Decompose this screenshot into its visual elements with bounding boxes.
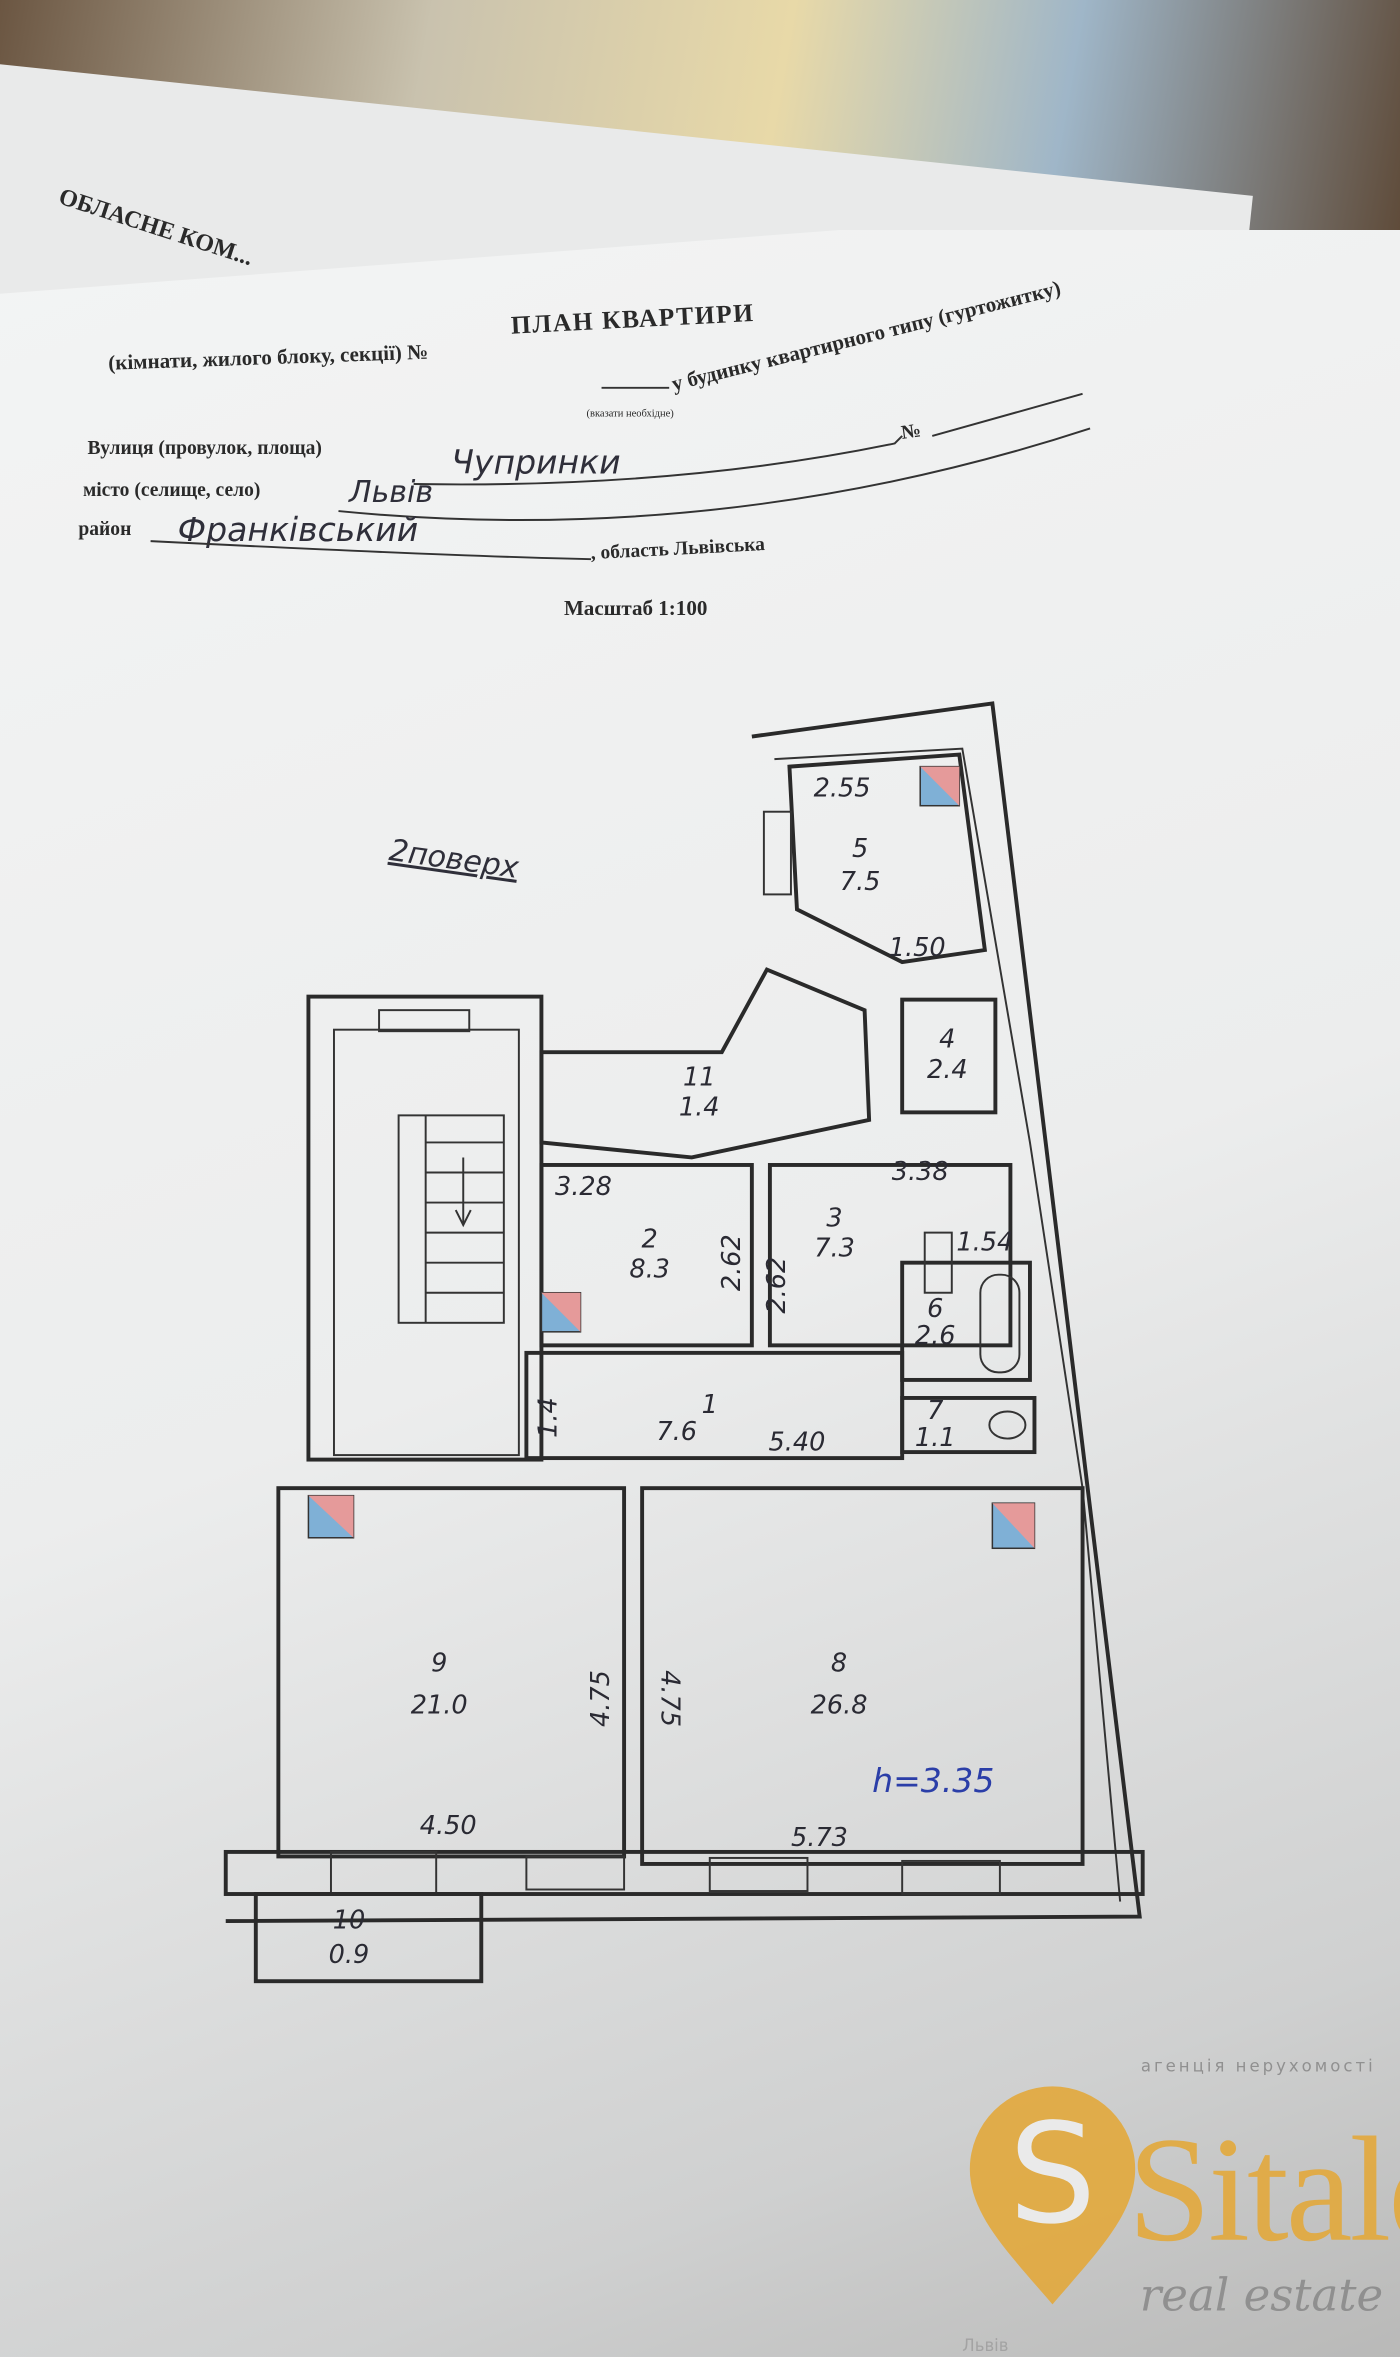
room-2-area: 8.3: [629, 1255, 670, 1285]
room-3-num: 3: [826, 1204, 842, 1234]
stairwell-inner: [332, 1028, 520, 1457]
city-line: [338, 427, 1091, 521]
dimension: 5.73: [791, 1823, 848, 1853]
street-value: Чупринки: [451, 443, 620, 482]
logo-name: Sitalo: [1128, 2106, 1400, 2273]
dimension: 1.50: [889, 933, 946, 963]
dimension: 2.55: [814, 774, 871, 804]
window: [525, 1855, 626, 1891]
logo-s: S: [1009, 2094, 1097, 2255]
room-2: [539, 1163, 754, 1348]
street-line: [413, 435, 903, 486]
room-6-area: 2.6: [915, 1321, 956, 1351]
floor-plan: 2поверх: [223, 701, 1145, 1984]
district-label: район: [78, 519, 131, 540]
room-10-num: 10: [333, 1906, 366, 1936]
room-1-area: 7.6: [656, 1417, 697, 1447]
outer-wall: [225, 701, 1142, 1924]
room-11-num: 11: [683, 1062, 716, 1092]
room-11: [539, 967, 872, 1160]
room-5: [787, 752, 988, 965]
vent-icon: [991, 1502, 1036, 1550]
room-5-num: 5: [852, 834, 868, 864]
scale-text: Масштаб 1:100: [564, 596, 707, 620]
vent-icon: [307, 1494, 355, 1539]
stairs-icon: [397, 1114, 505, 1324]
room-8-num: 8: [831, 1649, 847, 1679]
dimension: 1.54: [956, 1228, 1013, 1258]
district-line: [150, 540, 592, 561]
dimension: 3.28: [555, 1172, 612, 1202]
room-4: [900, 997, 998, 1115]
dimension: 4.50: [420, 1811, 477, 1841]
window: [708, 1856, 809, 1892]
district-value: Франківський: [178, 510, 419, 549]
note-text: (вказати необхідне): [587, 408, 675, 419]
room-6-num: 6: [927, 1294, 943, 1324]
room-8: [640, 1486, 1085, 1866]
logo-city: Львів: [962, 2336, 1008, 2355]
city-label: місто (селище, село): [83, 480, 260, 501]
back-sheet-text: ОБЛАСНЕ КОМ...: [56, 184, 257, 271]
vent-icon: [540, 1291, 582, 1333]
dimension: 3.38: [892, 1157, 949, 1187]
dimension: 4.75: [586, 1670, 616, 1727]
room-4-area: 2.4: [927, 1055, 968, 1085]
dimension: 1.4: [533, 1397, 563, 1438]
window: [378, 1009, 471, 1033]
floor-note: 2поверх: [387, 833, 522, 886]
toilet-icon: [988, 1410, 1027, 1440]
room-3: [767, 1163, 1013, 1348]
sink-icon: [923, 1231, 953, 1294]
window: [901, 1859, 1001, 1895]
vent-icon: [919, 765, 961, 807]
dimension: 2.62: [717, 1234, 747, 1291]
subtitle-left: (кімнати, жилого блоку, секції) №: [108, 340, 429, 375]
map-pin-icon: [969, 2086, 1136, 2305]
room-1: [524, 1350, 905, 1461]
page-title: ПЛАН КВАРТИРИ: [510, 298, 755, 340]
number-label: №: [900, 420, 922, 444]
bathtub-icon: [979, 1273, 1021, 1374]
document-sheet: [0, 230, 1400, 2357]
room-6: [900, 1260, 1032, 1382]
room-2-num: 2: [642, 1225, 658, 1255]
dimension: 2.62: [762, 1257, 792, 1314]
number-value-line: [931, 392, 1083, 437]
dimension: 5.40: [769, 1428, 826, 1458]
outer-wall-inner: [774, 747, 1122, 1902]
dimension: 4.75: [655, 1670, 685, 1727]
logo-tagline: агенція нерухомості: [1141, 2056, 1376, 2075]
facade-wall: [223, 1849, 1145, 1896]
room-3-area: 7.3: [814, 1234, 855, 1264]
window: [762, 810, 792, 896]
region-text: , область Львівська: [590, 534, 765, 564]
room-10-balcony: [253, 1892, 484, 1984]
subtitle-right: у будинку квартирного типу (гуртожитку): [669, 276, 1063, 396]
room-4-num: 4: [939, 1025, 955, 1055]
street-label: Вулиця (провулок, площа): [87, 438, 322, 459]
room-7-num: 7: [927, 1396, 944, 1426]
room-5-area: 7.5: [840, 867, 881, 897]
height-note: h=3.35: [872, 1761, 994, 1800]
room-9-area: 21.0: [411, 1691, 468, 1721]
room-11-area: 1.4: [679, 1092, 720, 1122]
room-10-area: 0.9: [329, 1940, 370, 1970]
room-8-area: 26.8: [811, 1691, 868, 1721]
room-7-area: 1.1: [915, 1423, 956, 1453]
room-1-num: 1: [702, 1390, 718, 1420]
city-value: Львів: [348, 475, 433, 510]
logo-sub: real estate: [1140, 2268, 1383, 2321]
room-9: [276, 1486, 627, 1859]
room-9-num: 9: [431, 1649, 447, 1679]
sitalo-logo: агенція нерухомості S Sitalo real estate…: [962, 2056, 1400, 2355]
